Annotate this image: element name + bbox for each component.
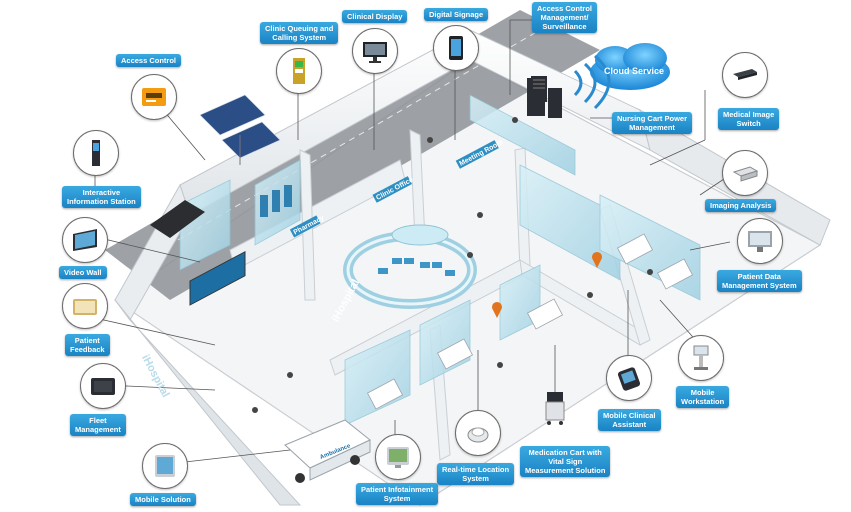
label-access-control: Access Control — [116, 54, 182, 67]
scanner-icon — [732, 166, 759, 182]
access-surveillance-circle — [520, 70, 558, 108]
tablet-icon — [73, 299, 97, 315]
people — [252, 117, 653, 413]
waiting-chairs — [378, 258, 455, 276]
mobile-workstation-icon — [693, 345, 709, 370]
tablet-signage-icon — [449, 36, 463, 60]
monitor-icon — [748, 231, 772, 252]
patient-infotainment-circle — [375, 434, 421, 480]
solar-panels — [199, 94, 281, 159]
switch-icon — [733, 69, 757, 80]
label-imaging-analysis: Imaging Analysis — [705, 199, 777, 212]
digital-signage-circle — [433, 25, 479, 71]
location-pins — [492, 252, 602, 318]
mobile-workstation-circle — [678, 335, 724, 381]
medication-cart-icon — [545, 392, 565, 425]
cloud-service-label: Cloud Service — [604, 66, 664, 76]
video-wall-circle — [62, 217, 108, 263]
label-mobile-solution: Mobile Solution — [130, 493, 196, 506]
monitor-icon — [363, 42, 387, 63]
front-wall-left — [114, 299, 302, 506]
video-wall-screen — [189, 250, 246, 306]
patient-feedback-circle — [62, 283, 108, 329]
interactive-station-circle — [73, 130, 119, 176]
medication-cart-circle — [535, 383, 575, 433]
mobile-clinical-circle — [606, 355, 652, 401]
kiosk-icon — [92, 140, 100, 166]
location-tag-icon — [467, 427, 489, 443]
pharmacy-shelves — [260, 185, 292, 217]
mobile-tablet-icon — [155, 455, 175, 477]
mobile-solution-circle — [142, 443, 188, 489]
access-control-circle — [131, 74, 177, 120]
video-wall-icon — [73, 229, 97, 251]
queue-kiosk-icon — [293, 58, 305, 84]
wifi-signal-icon — [573, 54, 611, 110]
label-digital-signage: Digital Signage — [424, 8, 489, 21]
access-card-reader-icon — [142, 88, 166, 106]
handheld-icon — [617, 367, 641, 391]
label-clinical-display: Clinical Display — [342, 10, 408, 23]
clinic-queuing-circle — [276, 48, 322, 94]
server-rack-icon — [531, 76, 547, 102]
ambulance — [284, 419, 371, 483]
fleet-tablet-icon — [91, 378, 115, 395]
patient-data-circle — [737, 218, 783, 264]
car — [150, 200, 205, 238]
ward-beds — [366, 233, 694, 410]
realtime-location-circle — [455, 410, 501, 456]
clinical-display-circle — [352, 28, 398, 74]
fleet-management-circle — [80, 363, 126, 409]
medical-image-switch-circle — [722, 52, 768, 98]
label-video-wall: Video Wall — [59, 266, 107, 279]
imaging-analysis-circle — [722, 150, 768, 196]
bedside-terminal-icon — [387, 447, 409, 468]
